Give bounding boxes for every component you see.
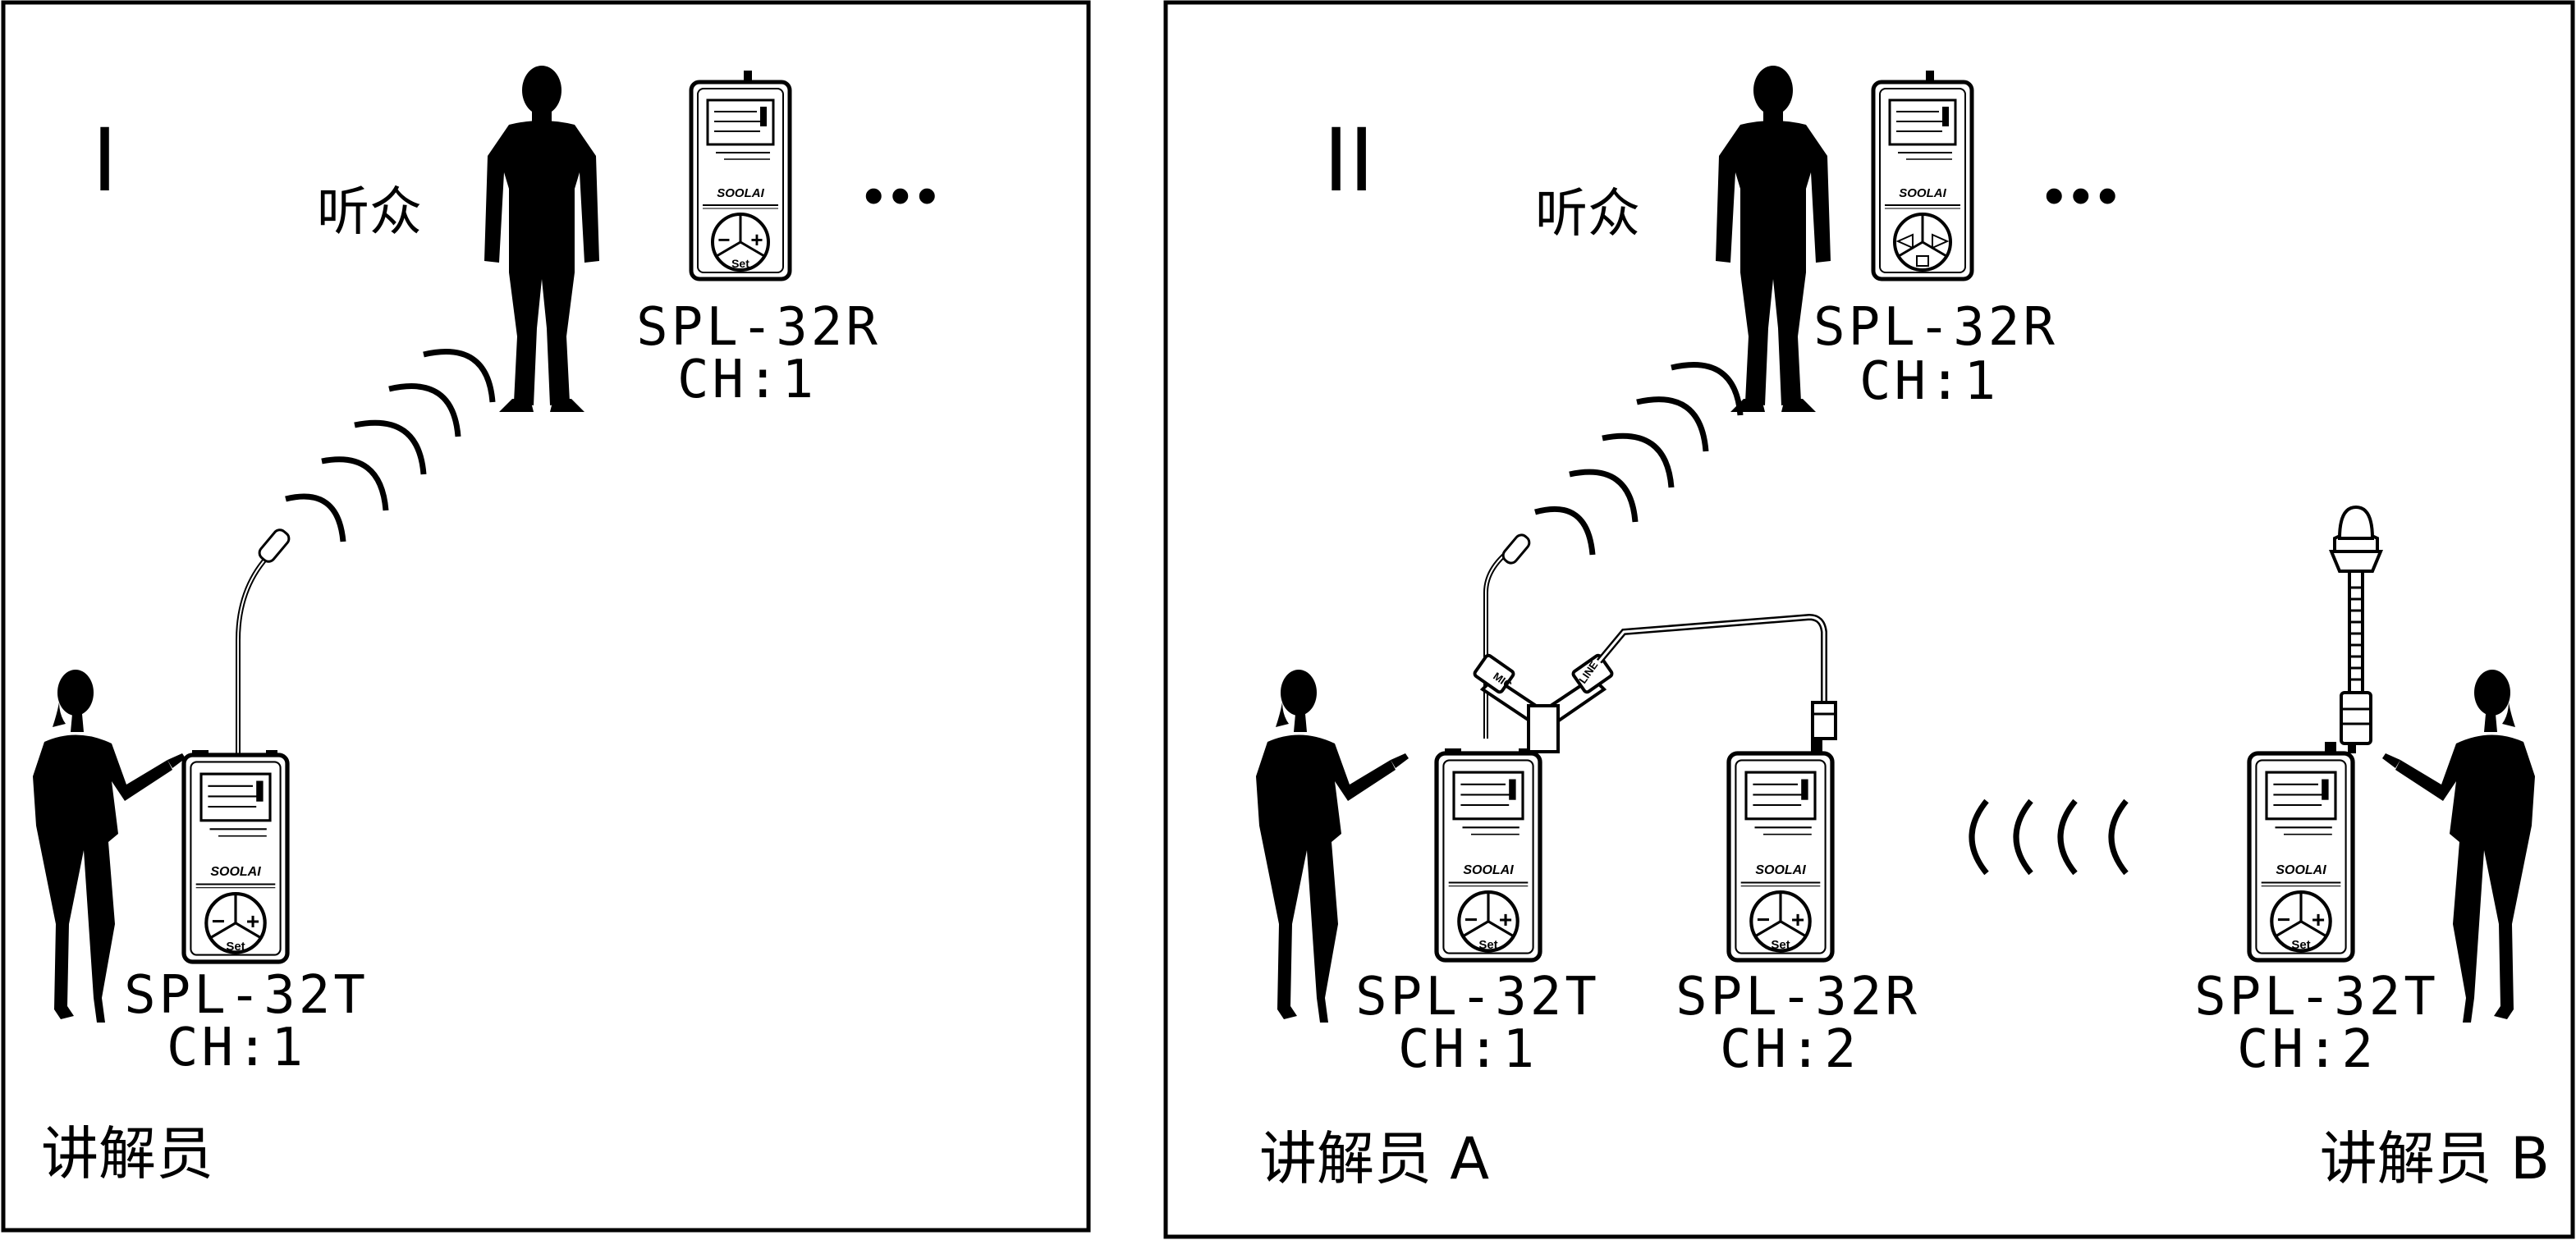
panel-1: I 听众 SOOLAI − + Set ••• SPL-32R CH:1	[1, 0, 1091, 1233]
panel-2-transmitter-b-model: SPL-32T	[2194, 967, 2439, 1027]
panel-2-guide-a-label: 讲解员 A	[1259, 1125, 1489, 1192]
panel-2-receiver-2-brand: SOOLAI	[1755, 863, 1806, 877]
panel-2-listener-label: 听众	[1535, 184, 1640, 245]
panel-2-transmitter-b-device: SOOLAI − + Set	[2249, 505, 2383, 960]
plus-key-label: +	[1499, 907, 1512, 932]
panel-1-transmitter-device: SOOLAI − + Set	[184, 528, 291, 962]
panel-2-receiver-model: SPL-32R	[1813, 297, 2058, 358]
panel-2-transmitter-a-channel: CH:1	[1398, 1019, 1538, 1080]
plus-key-label: +	[750, 227, 763, 252]
panel-2-guide-b-label: 讲解员 B	[2320, 1125, 2550, 1192]
set-key-label: Set	[1478, 938, 1497, 952]
panel-2-frame	[1163, 0, 2575, 1239]
panel-1-guide-label: 讲解员	[41, 1120, 213, 1187]
panel-2-receiver-2-model: SPL-32R	[1675, 967, 1920, 1027]
panel-2-transmitter-b-channel: CH:2	[2237, 1019, 2377, 1080]
panel-2-listener-figure	[1716, 66, 1831, 412]
set-key-label: Set	[731, 257, 749, 270]
panel-2-transmitter-b-brand: SOOLAI	[2276, 863, 2326, 877]
panel-2-receiver-device: SOOLAI	[1873, 71, 1972, 279]
plus-key-label: +	[1791, 907, 1804, 932]
panel-1-frame	[1, 0, 1091, 1233]
panel-2-y-splitter-cable: MIC LINE	[1473, 533, 1837, 753]
plus-key-label: +	[2312, 907, 2325, 932]
panel-2-receiver-channel: CH:1	[1859, 351, 1999, 412]
minus-key-label: −	[212, 908, 225, 934]
panel-2-receiver-2-device: SOOLAI − + Set	[1729, 739, 1832, 960]
panel-1-listener-figure	[484, 66, 599, 412]
set-key-label: Set	[226, 940, 245, 954]
panel-1-receiver-device: SOOLAI − + Set	[691, 71, 790, 279]
set-key-label: Set	[1771, 938, 1790, 952]
minus-key-label: −	[1464, 907, 1478, 932]
set-key-label: Set	[2291, 938, 2310, 952]
panel-2-receiver-2-channel: CH:2	[1720, 1019, 1859, 1080]
minus-key-label: −	[2277, 907, 2290, 932]
panel-1-more-indicator: •••	[864, 163, 944, 227]
panel-2-receiver-brand: SOOLAI	[1899, 186, 1946, 200]
panel-1-receiver-brand: SOOLAI	[717, 186, 764, 200]
panel-2: II 听众 SOOLAI ••• SPL-32R CH:1	[1163, 0, 2575, 1239]
panel-1-transmitter-brand: SOOLAI	[210, 865, 261, 879]
panel-2-more-indicator: •••	[2044, 163, 2125, 227]
panel-1-roman: I	[92, 108, 117, 210]
stop-icon	[1916, 255, 1929, 267]
panel-1-radio-waves	[285, 349, 496, 542]
panel-1-receiver-channel: CH:1	[677, 350, 817, 410]
minus-key-label: −	[1757, 907, 1770, 932]
panel-2-roman: II	[1323, 108, 1374, 210]
panel-2-radio-waves	[1534, 362, 1744, 556]
panel-1-receiver-model: SPL-32R	[636, 297, 881, 358]
next-icon	[1932, 233, 1950, 249]
panel-1-listener-label: 听众	[317, 182, 422, 243]
minus-key-label: −	[717, 227, 730, 252]
panel-2-transmitter-a-brand: SOOLAI	[1463, 863, 1514, 877]
panel-2-transmitter-a-model: SPL-32T	[1355, 967, 1600, 1027]
panel-2-transmitter-a-device: SOOLAI − + Set	[1437, 748, 1540, 960]
panel-2-link-waves	[1969, 798, 2129, 876]
panel-1-transmitter-model: SPL-32T	[124, 965, 369, 1026]
panel-1-transmitter-channel: CH:1	[167, 1018, 306, 1078]
prev-icon	[1895, 233, 1914, 249]
plus-key-label: +	[246, 908, 259, 934]
